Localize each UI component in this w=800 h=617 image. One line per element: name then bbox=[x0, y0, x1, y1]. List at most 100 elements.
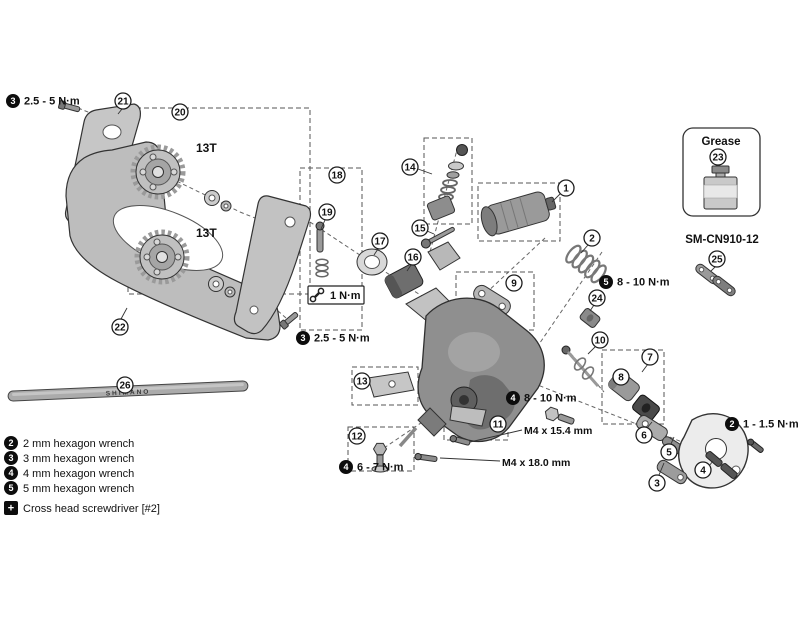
part-screw-m4-long bbox=[414, 452, 438, 462]
svg-text:19: 19 bbox=[321, 208, 333, 219]
part-end-cap bbox=[632, 394, 660, 422]
part-stopper-pin bbox=[315, 221, 325, 253]
torque-label-cage-bolt: 4 6 - 7 N·m bbox=[339, 460, 404, 474]
svg-text:5: 5 bbox=[603, 277, 608, 287]
svg-text:1 - 1.5 N·m: 1 - 1.5 N·m bbox=[743, 419, 799, 431]
part-spring-stack bbox=[426, 144, 468, 221]
svg-text:4: 4 bbox=[343, 462, 348, 472]
torque-label-pulley-top: 3 2.5 - 5 N·m bbox=[6, 94, 80, 108]
callout-12: 12 bbox=[348, 427, 366, 445]
pulley-bottom-teeth-label: 13T bbox=[196, 226, 217, 240]
callout-1: 1 bbox=[557, 179, 575, 197]
svg-text:5: 5 bbox=[666, 448, 672, 459]
callout-22: 22 bbox=[111, 318, 129, 336]
svg-text:6: 6 bbox=[641, 431, 647, 442]
part-plate-13 bbox=[367, 371, 415, 398]
svg-text:2: 2 bbox=[589, 234, 595, 245]
svg-text:8 - 10 N·m: 8 - 10 N·m bbox=[524, 393, 577, 405]
callout-17: 17 bbox=[371, 232, 389, 250]
svg-text:14: 14 bbox=[404, 163, 416, 174]
callout-7: 7 bbox=[641, 348, 659, 366]
callout-13: 13 bbox=[353, 372, 371, 390]
svg-text:15: 15 bbox=[414, 224, 426, 235]
part-cage-bushing bbox=[384, 263, 424, 299]
part-pulley-bolt-top bbox=[58, 100, 81, 113]
svg-text:4: 4 bbox=[510, 393, 515, 403]
part-screw-m4-short bbox=[449, 434, 471, 446]
legend-item-5mm: 5 5 mm hexagon wrench bbox=[4, 481, 134, 495]
quick-link-group: SM-CN910-12 bbox=[685, 234, 759, 297]
svg-text:3: 3 bbox=[10, 96, 15, 106]
torque-label-pulley-bottom: 3 2.5 - 5 N·m bbox=[296, 331, 370, 345]
callout-5: 5 bbox=[660, 443, 678, 461]
callout-8: 8 bbox=[612, 368, 630, 386]
callout-6: 6 bbox=[635, 426, 653, 444]
box-inner-plate-18 bbox=[299, 167, 363, 331]
torque-label-limit-screw: 2 1 - 1.5 N·m bbox=[725, 417, 799, 431]
svg-text:25: 25 bbox=[711, 255, 723, 266]
svg-text:3 mm hexagon wrench: 3 mm hexagon wrench bbox=[23, 453, 134, 465]
svg-text:12: 12 bbox=[351, 432, 363, 443]
callout-9: 9 bbox=[505, 274, 523, 292]
svg-text:+: + bbox=[8, 502, 14, 514]
svg-text:1 N·m: 1 N·m bbox=[330, 290, 361, 302]
part-cage-bolt bbox=[420, 226, 455, 249]
part-inner-plate bbox=[233, 195, 312, 335]
torque-label-b-axle: 4 8 - 10 N·m bbox=[506, 391, 577, 405]
callout-26: 26 bbox=[116, 376, 134, 394]
svg-text:2.5 - 5 N·m: 2.5 - 5 N·m bbox=[24, 96, 80, 108]
svg-text:10: 10 bbox=[594, 336, 606, 347]
svg-text:2.5 - 5 N·m: 2.5 - 5 N·m bbox=[314, 333, 370, 345]
svg-text:22: 22 bbox=[114, 323, 126, 334]
part-seal-ring bbox=[356, 248, 388, 276]
part-coil-spring bbox=[565, 244, 607, 284]
bolt-spec-long-label: M4 x 18.0 mm bbox=[502, 457, 570, 469]
pulley-washers bbox=[204, 190, 236, 298]
bolt-spec-labels: M4 x 15.4 mm M4 x 18.0 mm bbox=[439, 425, 592, 469]
callout-18: 18 bbox=[328, 166, 346, 184]
svg-text:5: 5 bbox=[8, 483, 13, 493]
callout-20: 20 bbox=[171, 103, 189, 121]
svg-text:8 - 10 N·m: 8 - 10 N·m bbox=[617, 277, 670, 289]
svg-text:26: 26 bbox=[119, 381, 131, 392]
svg-text:23: 23 bbox=[712, 153, 724, 164]
part-hex-bolt-12 bbox=[371, 442, 389, 473]
grease-tube-icon bbox=[703, 165, 738, 210]
callout-leader-lines bbox=[117, 108, 716, 476]
svg-text:6 - 7 N·m: 6 - 7 N·m bbox=[357, 462, 404, 474]
svg-text:2 mm hexagon wrench: 2 mm hexagon wrench bbox=[23, 438, 134, 450]
svg-text:Cross head screwdriver [#2]: Cross head screwdriver [#2] bbox=[23, 503, 160, 515]
svg-text:16: 16 bbox=[407, 253, 419, 264]
svg-text:24: 24 bbox=[591, 294, 603, 305]
svg-text:9: 9 bbox=[511, 279, 517, 290]
box-stack-14 bbox=[423, 137, 473, 225]
callout-21: 21 bbox=[114, 92, 132, 110]
quick-link-icon bbox=[695, 263, 736, 297]
bolt-spec-short-label: M4 x 15.4 mm bbox=[524, 425, 592, 437]
part-pulley-bolt-bottom bbox=[279, 312, 299, 330]
legend-item-4mm: 4 4 mm hexagon wrench bbox=[4, 466, 134, 480]
svg-text:5 mm hexagon wrench: 5 mm hexagon wrench bbox=[23, 483, 134, 495]
legend-item-2mm: 2 2 mm hexagon wrench bbox=[4, 436, 134, 450]
svg-text:2: 2 bbox=[729, 419, 734, 429]
part-pin-spring bbox=[315, 258, 329, 278]
svg-text:18: 18 bbox=[331, 171, 343, 182]
callout-25: 25 bbox=[708, 250, 726, 268]
callout-10: 10 bbox=[591, 331, 609, 349]
callout-16: 16 bbox=[404, 248, 422, 266]
pulley-top-teeth-label: 13T bbox=[196, 141, 217, 155]
svg-text:8: 8 bbox=[618, 373, 624, 384]
callout-14: 14 bbox=[401, 158, 419, 176]
svg-text:13: 13 bbox=[356, 377, 368, 388]
tool-legend: 2 2 mm hexagon wrench 3 3 mm hexagon wre… bbox=[4, 436, 160, 515]
part-b-axle-bolt bbox=[544, 406, 575, 425]
part-cable-guide-11 bbox=[449, 405, 487, 427]
svg-text:1: 1 bbox=[563, 184, 569, 195]
svg-text:4: 4 bbox=[8, 468, 13, 478]
torque-label-pin: 1 N·m bbox=[307, 285, 365, 305]
callout-23: 23 bbox=[709, 148, 727, 166]
callout-19: 19 bbox=[318, 203, 336, 221]
callout-2: 2 bbox=[583, 229, 601, 247]
callout-4: 4 bbox=[694, 461, 712, 479]
